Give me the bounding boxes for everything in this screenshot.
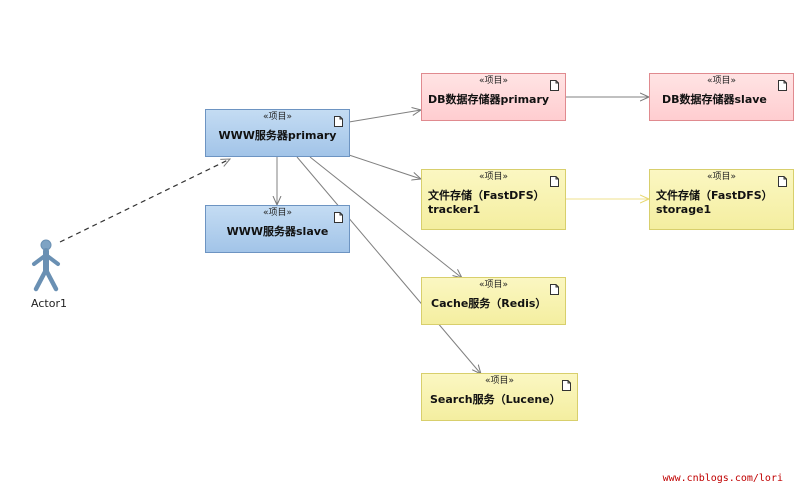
- stereotype-label: «项目»: [262, 208, 292, 218]
- db-slave-node[interactable]: «项目» DB数据存储器slave: [649, 73, 794, 121]
- node-title: WWW服务器slave: [226, 225, 329, 238]
- www-primary-to-fs-tracker-connector[interactable]: [348, 154, 421, 179]
- node-title: WWW服务器primary: [218, 129, 337, 142]
- document-icon: [334, 212, 343, 223]
- stereotype-label: «项目»: [478, 76, 508, 86]
- node-subtitle: storage1: [656, 203, 712, 216]
- actor-to-www-primary-connector[interactable]: [59, 159, 230, 243]
- node-title: Search服务（Lucene）: [430, 393, 561, 406]
- db-primary-node[interactable]: «项目» DB数据存储器primary: [421, 73, 566, 121]
- document-icon: [550, 176, 559, 187]
- document-icon: [334, 116, 343, 127]
- node-title: DB数据存储器primary: [428, 93, 550, 106]
- document-icon: [550, 284, 559, 295]
- actor-figure-icon[interactable]: [32, 239, 60, 292]
- stereotype-label: «项目»: [484, 376, 514, 386]
- www-primary-to-search-connector[interactable]: [296, 156, 481, 374]
- stereotype-label: «项目»: [262, 112, 292, 122]
- stereotype-label: «项目»: [478, 280, 508, 290]
- document-icon: [550, 80, 559, 91]
- document-icon: [778, 176, 787, 187]
- www-primary-node[interactable]: «项目» WWW服务器primary: [205, 109, 350, 157]
- www-primary-to-db-primary-connector[interactable]: [348, 110, 421, 123]
- stereotype-label: «项目»: [478, 172, 508, 182]
- www-primary-to-cache-connector[interactable]: [309, 156, 462, 278]
- node-title: Cache服务（Redis）: [431, 297, 547, 310]
- fs-tracker-node[interactable]: «项目» 文件存储（FastDFS） tracker1: [421, 169, 566, 230]
- node-title: 文件存储（FastDFS）: [656, 189, 773, 202]
- document-icon: [562, 380, 571, 391]
- stereotype-label: «项目»: [706, 76, 736, 86]
- document-icon: [778, 80, 787, 91]
- stereotype-label: «项目»: [706, 172, 736, 182]
- watermark-text: www.cnblogs.com/lori: [662, 473, 783, 484]
- cache-node[interactable]: «项目» Cache服务（Redis）: [421, 277, 566, 325]
- node-subtitle: tracker1: [428, 203, 481, 216]
- fs-storage-node[interactable]: «项目» 文件存储（FastDFS） storage1: [649, 169, 794, 230]
- node-title: DB数据存储器slave: [662, 93, 767, 106]
- search-node[interactable]: «项目» Search服务（Lucene）: [421, 373, 578, 421]
- www-slave-node[interactable]: «项目» WWW服务器slave: [205, 205, 350, 253]
- actor-label: Actor1: [31, 297, 67, 310]
- node-title: 文件存储（FastDFS）: [428, 189, 545, 202]
